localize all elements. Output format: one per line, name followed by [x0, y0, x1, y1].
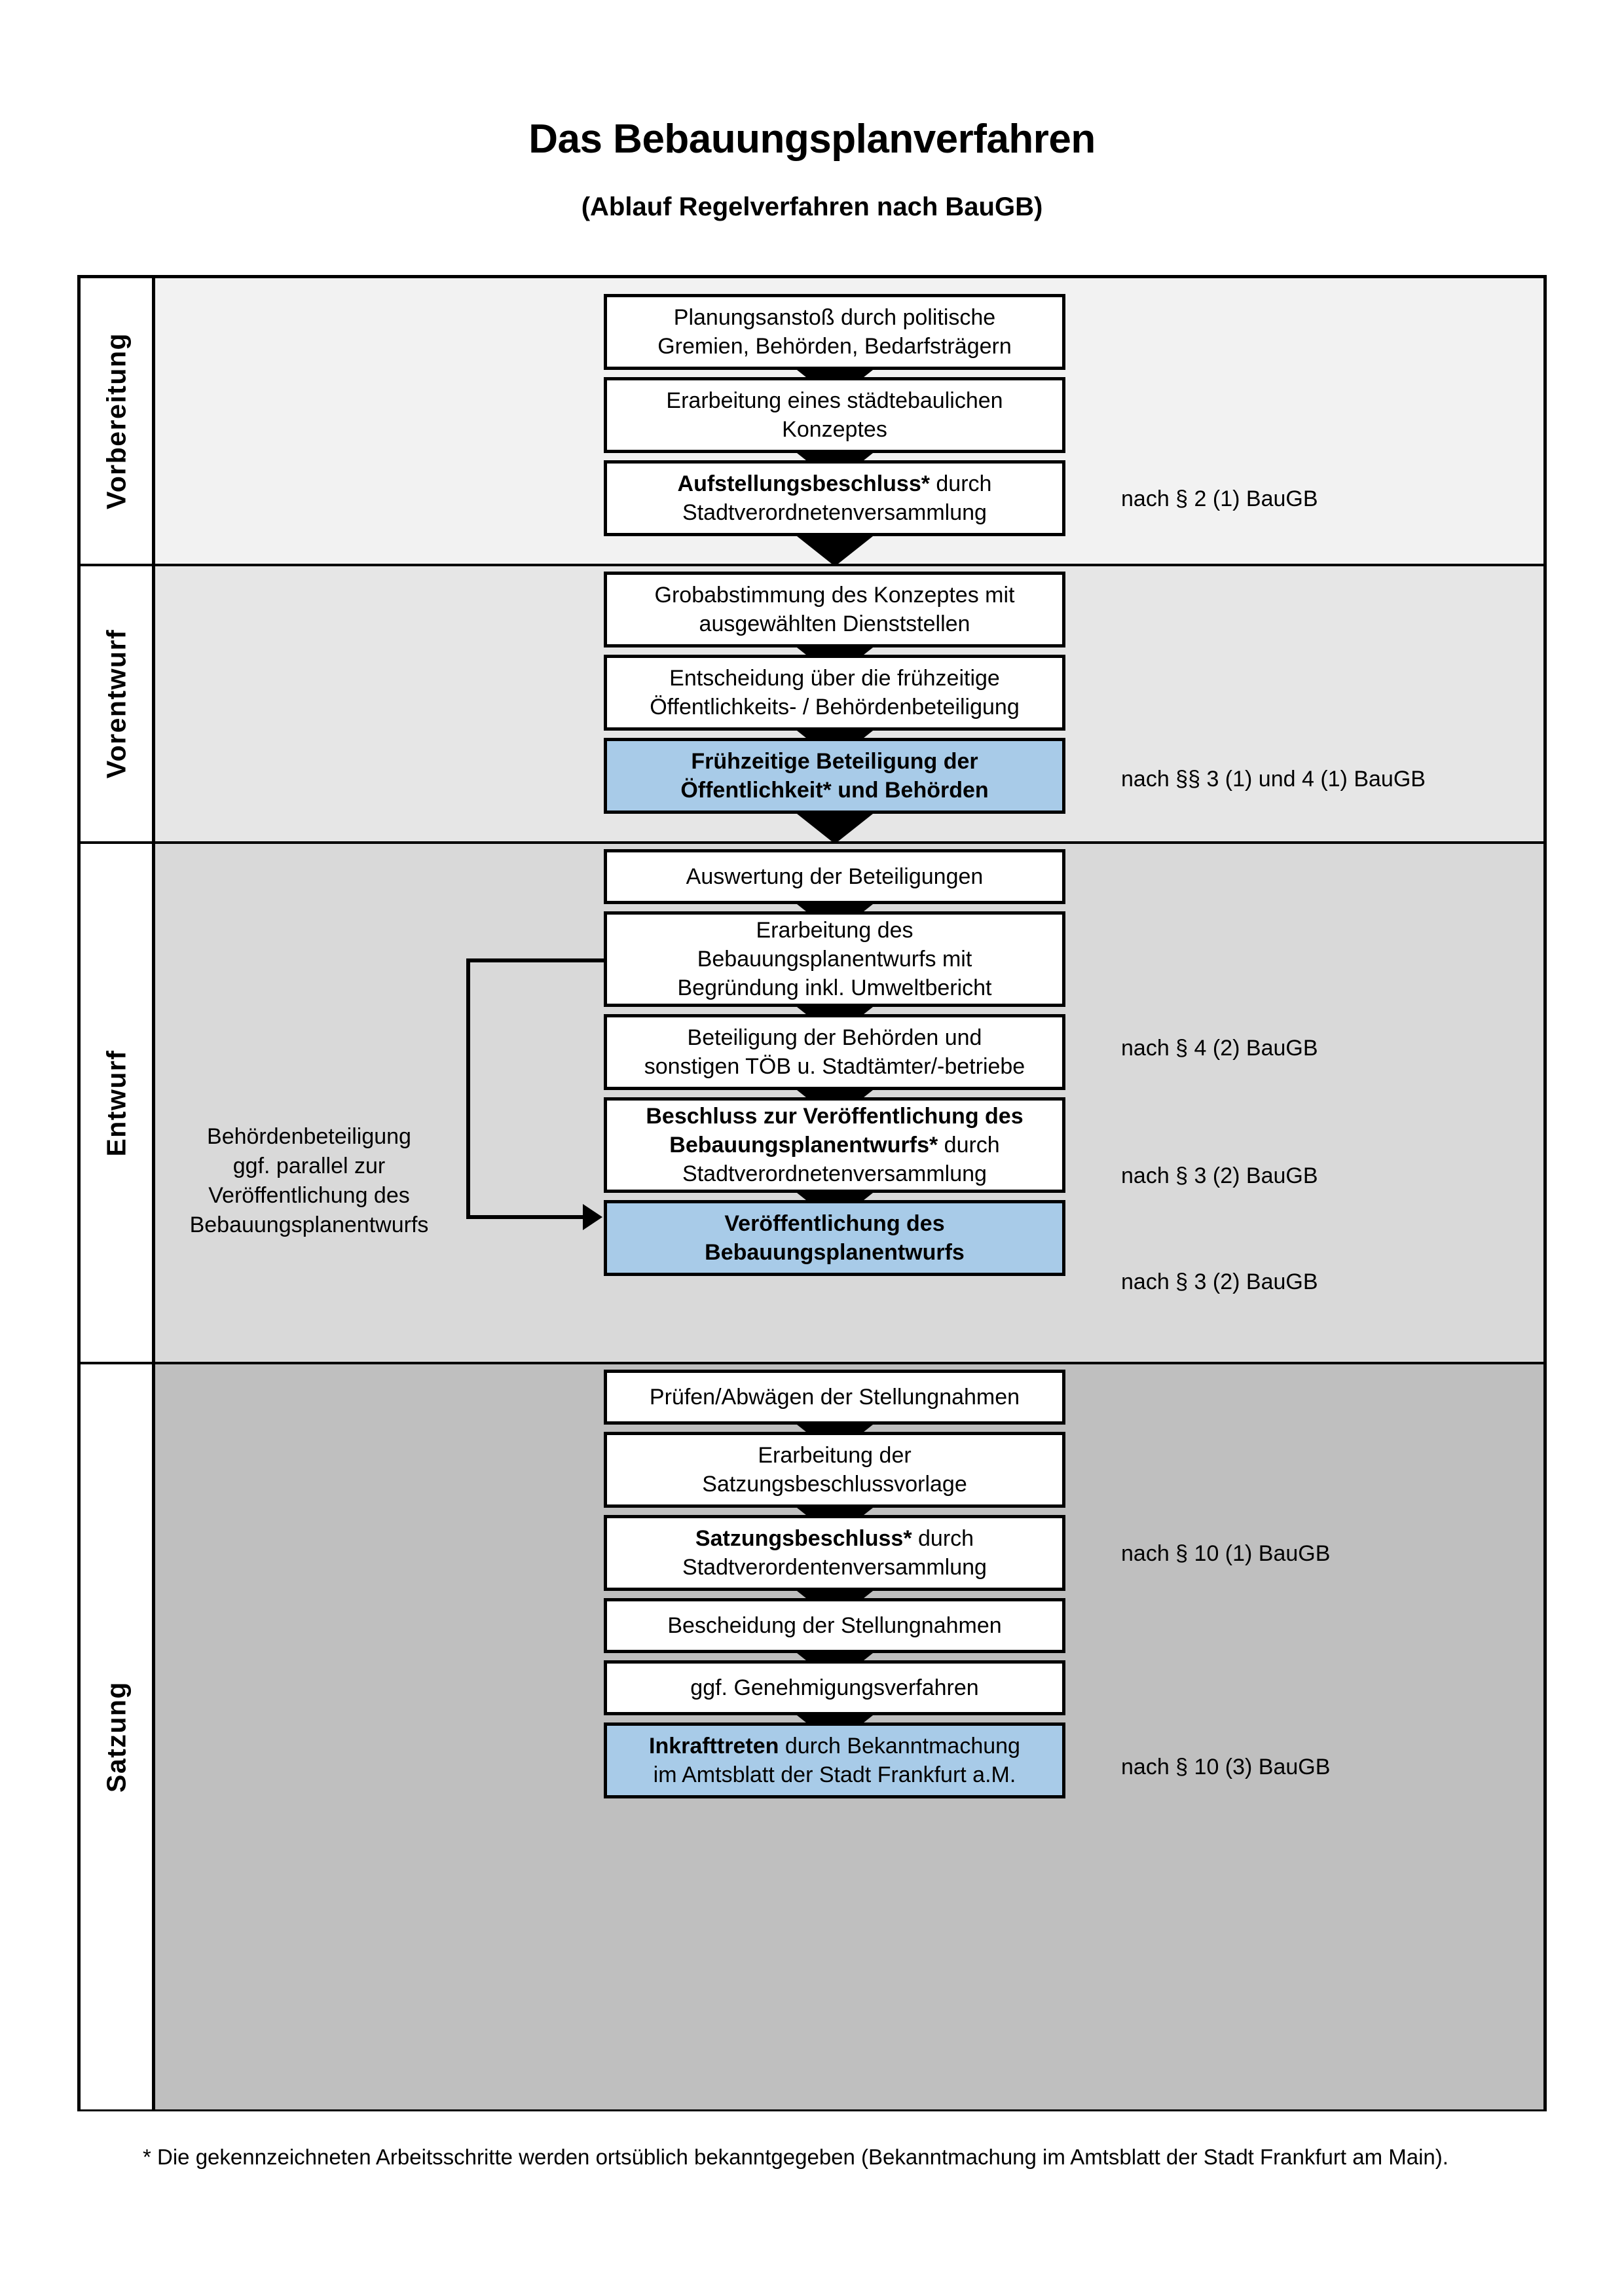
side-note-line: Bebauungsplanentwurfs — [189, 1212, 429, 1237]
step-line: Stadtverordentenversammlung — [682, 1555, 987, 1580]
step-line-bold: Bebauungsplanentwurfs — [705, 1240, 965, 1265]
step-line-bold: Veröffentlichung des — [724, 1211, 945, 1236]
flow-step-auswertung-beteiligungen[interactable]: Auswertung der Beteiligungen — [604, 849, 1065, 904]
law-reference: nach § 4 (2) BauGB — [1121, 1036, 1318, 1061]
phase-label-cell-satzung: Satzung — [81, 1364, 155, 2109]
flow-step-beteiligung-behoerden-toeb[interactable]: Beteiligung der Behörden und sonstigen T… — [604, 1014, 1065, 1090]
step-line: Stadtverordnetenversammlung — [682, 500, 987, 525]
step-line: Prüfen/Abwägen der Stellungnahmen — [649, 1384, 1020, 1410]
page-subtitle: (Ablauf Regelverfahren nach BauGB) — [581, 192, 1043, 221]
step-line: durch — [938, 1132, 1000, 1157]
step-line: Entscheidung über die frühzeitige — [669, 665, 1000, 691]
step-line: ausgewählten Dienststellen — [699, 611, 970, 636]
side-note-line: Veröffentlichung des — [208, 1182, 410, 1208]
phase-row-vorbereitung: Vorbereitung Planungsanstoß durch politi… — [81, 278, 1543, 566]
step-line-bold: Satzungsbeschluss* — [695, 1525, 912, 1551]
phase-label-satzung: Satzung — [101, 1681, 131, 1793]
step-line: Auswertung der Beteiligungen — [686, 864, 984, 889]
flow-step-inkrafttreten[interactable]: Inkrafttreten durch Bekanntmachung im Am… — [604, 1722, 1065, 1798]
phase-label-vorbereitung: Vorbereitung — [101, 332, 131, 510]
flow-step-grobabstimmung[interactable]: Grobabstimmung des Konzeptes mit ausgewä… — [604, 572, 1065, 647]
step-line: Gremien, Behörden, Bedarfsträgern — [657, 334, 1012, 359]
side-note-line: ggf. parallel zur — [232, 1153, 386, 1178]
phase-body-entwurf: Behördenbeteiligung ggf. parallel zur Ve… — [155, 844, 1543, 1362]
flow-step-genehmigungsverfahren[interactable]: ggf. Genehmigungsverfahren — [604, 1660, 1065, 1715]
step-line: Begründung inkl. Umweltbericht — [677, 975, 992, 1001]
arrow-down-icon — [604, 536, 1065, 566]
footnote: * Die gekennzeichneten Arbeitsschritte w… — [143, 2145, 1449, 2169]
flow-step-erarbeitung-bebauungsplanentwurf[interactable]: Erarbeitung des Bebauungsplanentwurfs mi… — [604, 911, 1065, 1007]
step-line: sonstigen TÖB u. Stadtämter/-betriebe — [644, 1054, 1025, 1079]
step-line: Stadtverordnetenversammlung — [682, 1161, 987, 1187]
arrow-down-icon — [604, 814, 1065, 844]
step-line: Satzungsbeschlussvorlage — [702, 1472, 967, 1497]
step-line: Bescheidung der Stellungnahmen — [667, 1613, 1002, 1638]
phase-label-entwurf: Entwurf — [101, 1049, 131, 1157]
law-reference: nach §§ 3 (1) und 4 (1) BauGB — [1121, 767, 1426, 792]
flow-step-veroeffentlichung-entwurf[interactable]: Veröffentlichung des Bebauungsplanentwur… — [604, 1200, 1065, 1276]
phase-row-entwurf: Entwurf Behördenbeteiligung ggf. paralle… — [81, 844, 1543, 1364]
step-line-bold: Beschluss zur Veröffentlichung des — [646, 1103, 1024, 1129]
side-note-behoerdenbeteiligung: Behördenbeteiligung ggf. parallel zur Ve… — [172, 1122, 447, 1240]
flow-step-beschluss-veroeffentlichung[interactable]: Beschluss zur Veröffentlichung des Bebau… — [604, 1097, 1065, 1193]
flow-step-erarbeitung-satzungsbeschlussvorlage[interactable]: Erarbeitung der Satzungsbeschlussvorlage — [604, 1432, 1065, 1508]
side-note-line: Behördenbeteiligung — [207, 1124, 411, 1149]
step-line: im Amtsblatt der Stadt Frankfurt a.M. — [653, 1762, 1016, 1787]
flow-step-satzungsbeschluss[interactable]: Satzungsbeschluss* durch Stadtverordente… — [604, 1515, 1065, 1591]
law-reference: nach § 10 (3) BauGB — [1121, 1755, 1331, 1779]
law-reference: nach § 2 (1) BauGB — [1121, 486, 1318, 511]
step-line: Beteiligung der Behörden und — [687, 1025, 982, 1050]
flow-step-entscheidung-fruehzeitige[interactable]: Entscheidung über die frühzeitige Öffent… — [604, 655, 1065, 731]
phase-row-satzung: Satzung Prüfen/Abwägen der Stellungnahme… — [81, 1364, 1543, 2109]
flow-step-pruefen-abwaegen[interactable]: Prüfen/Abwägen der Stellungnahmen — [604, 1370, 1065, 1425]
phase-label-cell-vorentwurf: Vorentwurf — [81, 566, 155, 841]
phase-body-vorbereitung: Planungsanstoß durch politische Gremien,… — [155, 278, 1543, 566]
step-line: Planungsanstoß durch politische — [673, 304, 996, 330]
step-line-bold: Öffentlichkeit* und Behörden — [680, 778, 989, 803]
step-line: durch — [912, 1525, 974, 1551]
law-reference: nach § 3 (2) BauGB — [1121, 1269, 1318, 1294]
step-line: Bebauungsplanentwurfs mit — [697, 946, 972, 972]
step-line-bold: Bebauungsplanentwurfs* — [669, 1132, 938, 1157]
step-line-bold: Frühzeitige Beteiligung der — [691, 748, 978, 774]
law-reference: nach § 3 (2) BauGB — [1121, 1163, 1318, 1188]
step-line-bold: Inkrafttreten — [649, 1733, 779, 1758]
step-line: Erarbeitung der — [758, 1442, 912, 1468]
phase-row-vorentwurf: Vorentwurf Grobabstimmung des Konzeptes … — [81, 566, 1543, 844]
step-line: Konzeptes — [782, 417, 887, 442]
phase-label-cell-vorbereitung: Vorbereitung — [81, 278, 155, 564]
step-line: Erarbeitung eines städtebaulichen — [666, 388, 1003, 413]
phase-body-vorentwurf: Grobabstimmung des Konzeptes mit ausgewä… — [155, 566, 1543, 844]
step-line: Erarbeitung des — [756, 917, 913, 943]
flow-step-bescheidung-stellungnahmen[interactable]: Bescheidung der Stellungnahmen — [604, 1598, 1065, 1653]
flow-step-fruehzeitige-beteiligung[interactable]: Frühzeitige Beteiligung der Öffentlichke… — [604, 738, 1065, 814]
flow-step-aufstellungsbeschluss[interactable]: Aufstellungsbeschluss* durch Stadtverord… — [604, 460, 1065, 536]
flow-step-staedtebauliches-konzept[interactable]: Erarbeitung eines städtebaulichen Konzep… — [604, 377, 1065, 453]
step-line: Öffentlichkeits- / Behördenbeteiligung — [650, 695, 1020, 720]
phase-body-satzung: Prüfen/Abwägen der Stellungnahmen Erarbe… — [155, 1364, 1543, 2109]
flow-step-planungsanstoss[interactable]: Planungsanstoß durch politische Gremien,… — [604, 294, 1065, 370]
phase-label-vorentwurf: Vorentwurf — [101, 629, 131, 779]
flowchart-frame: Vorbereitung Planungsanstoß durch politi… — [77, 275, 1547, 2111]
document-header: Das Bebauungsplanverfahren (Ablauf Regel… — [0, 0, 1624, 221]
step-line-bold: Aufstellungsbeschluss* — [677, 471, 930, 496]
step-line: Grobabstimmung des Konzeptes mit — [654, 582, 1015, 608]
step-line: durch Bekanntmachung — [779, 1733, 1020, 1758]
feedback-connector — [466, 958, 607, 1230]
step-line: ggf. Genehmigungsverfahren — [690, 1675, 979, 1700]
law-reference: nach § 10 (1) BauGB — [1121, 1541, 1331, 1566]
page-title: Das Bebauungsplanverfahren — [528, 117, 1096, 162]
step-line: durch — [929, 471, 992, 496]
phase-label-cell-entwurf: Entwurf — [81, 844, 155, 1362]
